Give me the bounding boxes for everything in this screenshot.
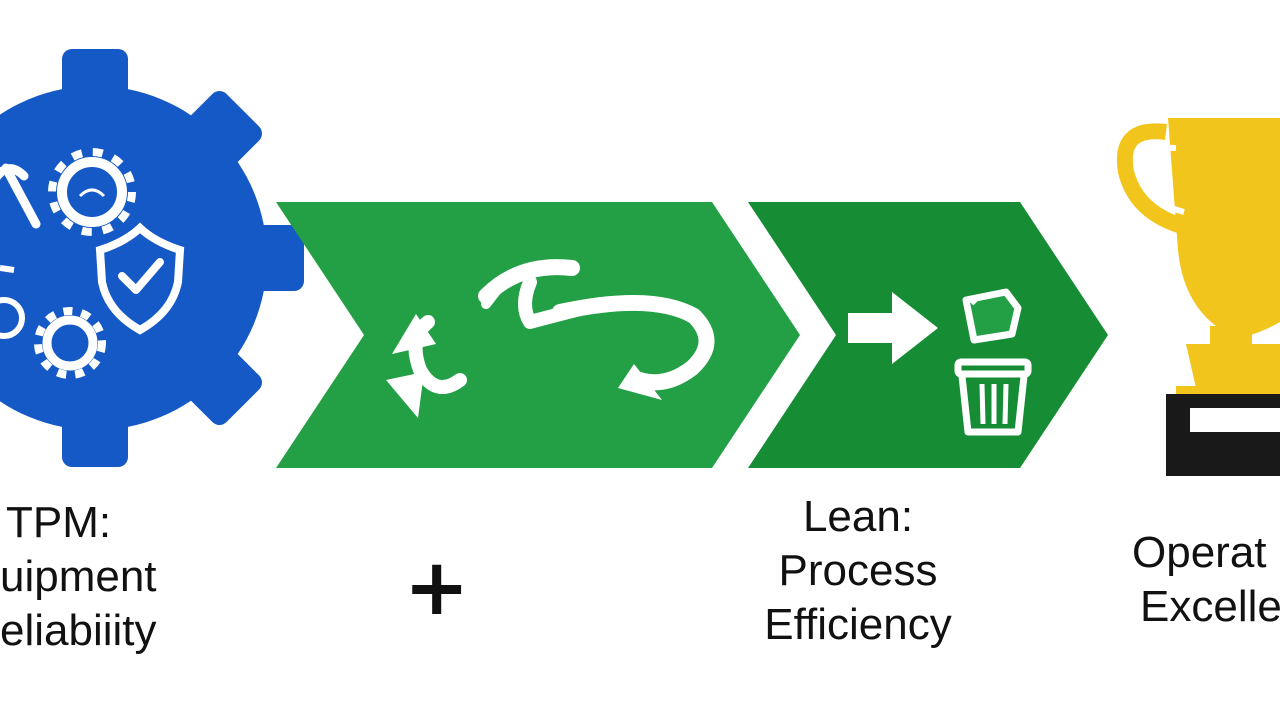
lean-line-2: Efficiency <box>764 600 952 649</box>
gear-icon <box>34 307 106 379</box>
tpm-line-2: eliabiiity <box>0 606 157 655</box>
tpm-title: TPM: <box>6 498 112 547</box>
tpm-label: TPM: uipment eliabiiity <box>0 496 157 658</box>
lean-label: Lean: Process Efficiency <box>758 490 958 652</box>
excellence-line-1: Operat <box>1132 528 1267 577</box>
flow-arrows-icon <box>386 259 715 418</box>
plus-symbol: + <box>404 543 470 633</box>
arrow-right-icon <box>848 292 938 364</box>
process-chevron-1 <box>276 202 800 468</box>
tpm-line-1: uipment <box>0 552 157 601</box>
excellence-label: Operat Excelle <box>1132 526 1280 634</box>
lean-line-1: Process <box>778 546 938 595</box>
gear-icon <box>0 265 25 339</box>
wrench-icon <box>0 163 41 229</box>
gear-icon <box>48 148 136 236</box>
excellence-line-2: Excelle <box>1140 582 1280 631</box>
trash-can-icon <box>954 288 1032 436</box>
gear-icon <box>0 49 304 467</box>
shield-check-icon <box>95 222 185 335</box>
trophy-icon <box>1116 118 1280 476</box>
lean-title: Lean: <box>802 492 914 541</box>
